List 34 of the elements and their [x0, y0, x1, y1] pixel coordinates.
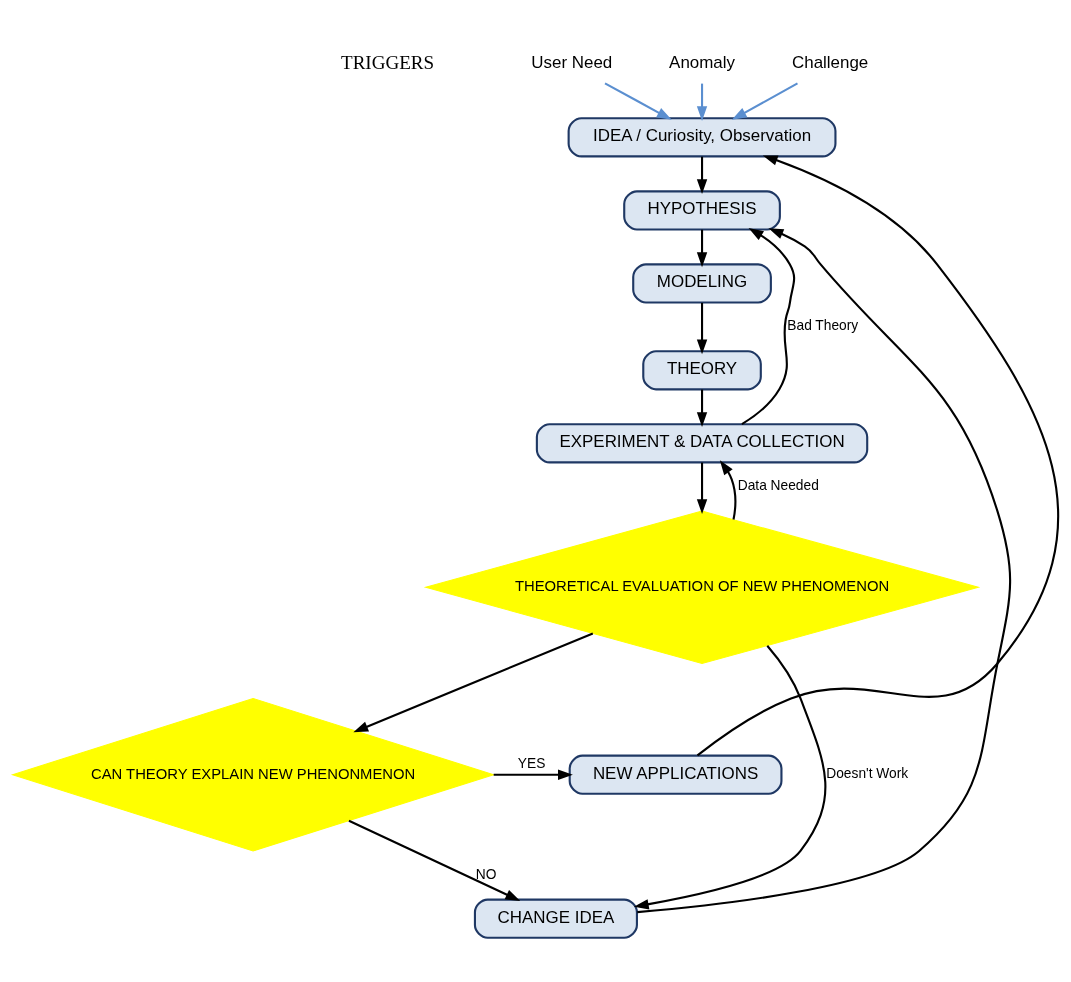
arrow [493, 769, 573, 780]
edge-label: Bad Theory [787, 317, 859, 333]
arrow [696, 229, 708, 267]
edge-label: Doesn't Work [826, 765, 909, 781]
arrow [696, 154, 1059, 756]
arrow [696, 302, 708, 354]
node-diamond: CAN THEORY EXPLAIN NEW PHENONMENON [10, 697, 496, 851]
node-box: HYPOTHESIS [623, 189, 781, 230]
node-text: User Need [531, 52, 613, 72]
label: TRIGGERS [341, 51, 435, 73]
edge-label: NO [475, 866, 497, 882]
arrow [719, 459, 737, 520]
arrow [696, 156, 708, 194]
node-diamond: THEORETICAL EVALUATION OF NEW PHENOMENON [423, 510, 981, 664]
edge-label: Data Needed [737, 477, 819, 493]
arrow [696, 462, 708, 514]
arrow [696, 83, 708, 121]
node-box: MODELING [632, 262, 772, 304]
node-box: CHANGE IDEA [473, 898, 638, 939]
arrow [353, 632, 594, 732]
arrow [637, 227, 1012, 913]
arrow [348, 819, 521, 901]
node-box: THEORY [642, 349, 762, 390]
arrow [696, 389, 708, 427]
node-text: Challenge [792, 52, 869, 72]
node-box: EXPERIMENT & DATA COLLECTION [535, 422, 869, 463]
node-text: Anomaly [669, 52, 735, 72]
node-box: IDEA / Curiosity, Observation [567, 116, 837, 157]
arrow [604, 82, 672, 120]
edge-label: YES [517, 755, 546, 771]
arrow [633, 644, 827, 909]
arrow [731, 82, 798, 120]
node-box: NEW APPLICATIONS [568, 754, 783, 795]
arrow [741, 227, 796, 425]
